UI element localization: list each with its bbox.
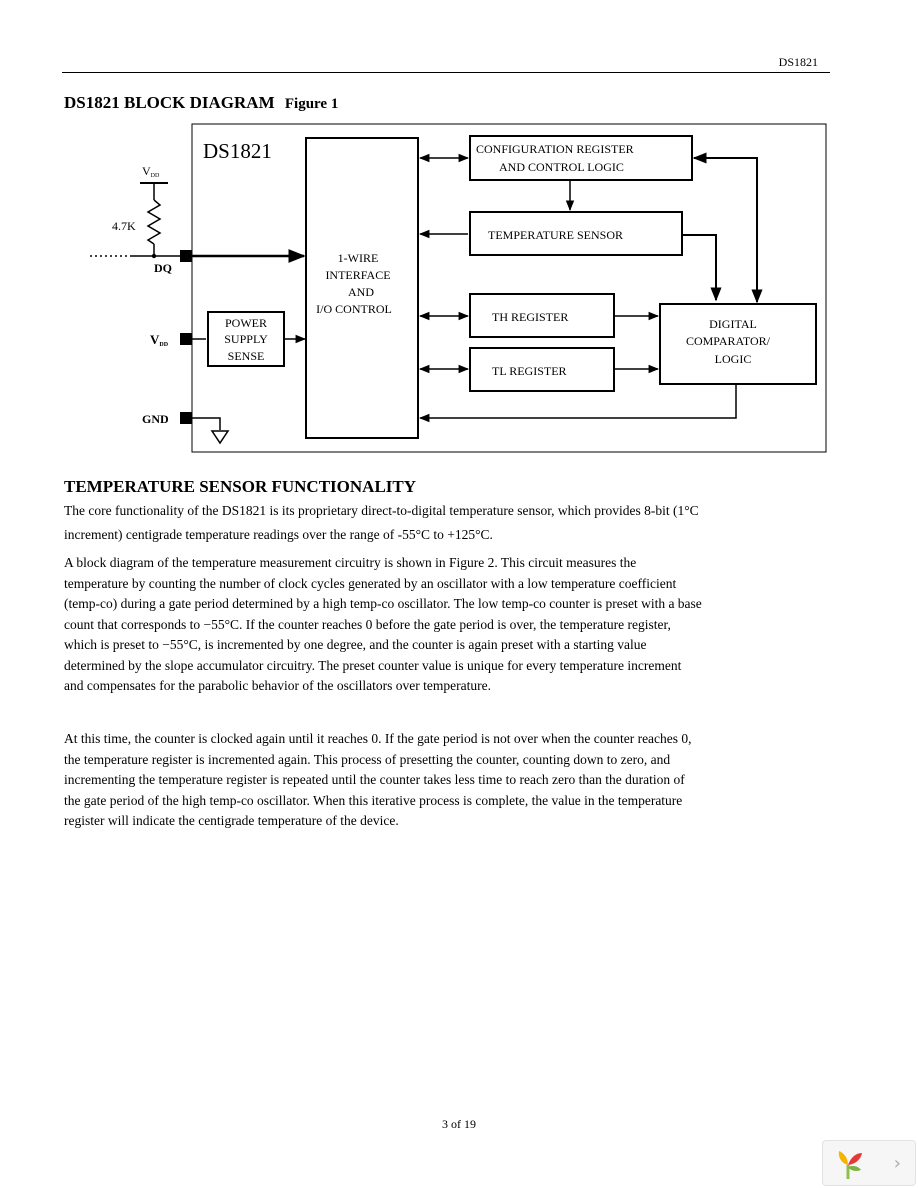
pullup-resistor bbox=[146, 199, 162, 245]
config-register-block bbox=[469, 135, 693, 181]
block-diagram-svg: DS1821 VDD 4.7K DQ VDD GND POWER SUPPLY … bbox=[90, 123, 827, 453]
psu-line-1: POWER bbox=[225, 316, 267, 330]
dq-junction bbox=[151, 253, 157, 259]
comparator-line-1: DIGITAL bbox=[709, 317, 757, 331]
vdd-top-label: VDD bbox=[142, 164, 160, 179]
dq-label: DQ bbox=[154, 261, 172, 275]
interface-line-3: AND bbox=[348, 285, 374, 299]
ground-symbol bbox=[210, 430, 230, 445]
chip-label: DS1821 bbox=[203, 139, 272, 163]
sensor-to-comparator-arrow bbox=[682, 234, 722, 302]
digital-comparator-block bbox=[659, 303, 817, 385]
dq-pin bbox=[180, 250, 192, 262]
vdd-pin bbox=[180, 333, 192, 345]
diagram-title: DS1821 BLOCK DIAGRAM Figure 1 bbox=[64, 93, 338, 113]
section-heading: TEMPERATURE SENSOR FUNCTIONALITY bbox=[64, 477, 417, 496]
th-register-label: TH REGISTER bbox=[492, 310, 568, 324]
config-comparator-arrow bbox=[692, 152, 763, 304]
comparator-to-interface-arrow bbox=[418, 384, 737, 423]
comparator-line-2: COMPARATOR/ bbox=[686, 334, 771, 348]
figure-label: Figure 1 bbox=[284, 96, 339, 112]
viewer-widget[interactable]: › bbox=[822, 1140, 916, 1186]
resistor-value: 4.7K bbox=[112, 219, 136, 233]
next-page-button[interactable]: › bbox=[893, 1152, 901, 1174]
app-logo-icon bbox=[838, 1151, 862, 1179]
temp-sensor-label: TEMPERATURE SENSOR bbox=[488, 228, 623, 242]
temperature-sensor-block bbox=[469, 211, 683, 256]
gnd-label: GND bbox=[142, 412, 169, 426]
interface-line-4: I/O CONTROL bbox=[316, 302, 392, 316]
gnd-wire bbox=[192, 417, 221, 430]
comparator-line-3: LOGIC bbox=[715, 352, 752, 366]
psu-line-2: SUPPLY bbox=[224, 332, 268, 346]
power-supply-sense-block bbox=[207, 311, 285, 367]
config-line-2: AND CONTROL LOGIC bbox=[499, 160, 624, 174]
chip-outline bbox=[191, 123, 827, 453]
diagram-title-text: DS1821 BLOCK DIAGRAM bbox=[64, 93, 275, 112]
one-wire-interface-block bbox=[305, 137, 419, 439]
page-number: 3 of 19 bbox=[442, 1117, 476, 1131]
paragraph-block-diagram: A block diagram of the temperature measu… bbox=[64, 555, 702, 693]
vdd-label: VDD bbox=[150, 332, 169, 348]
header-divider bbox=[62, 72, 830, 73]
tl-register-block bbox=[469, 347, 615, 392]
interface-line-1: 1-WIRE bbox=[338, 251, 379, 265]
th-register-block bbox=[469, 293, 615, 338]
header-part-number: DS1821 bbox=[778, 55, 818, 69]
paragraph-iteration: At this time, the counter is clocked aga… bbox=[64, 731, 692, 828]
psu-line-3: SENSE bbox=[228, 349, 265, 363]
paragraph-core-functionality: The core functionality of the DS1821 is … bbox=[64, 503, 699, 542]
tl-register-label: TL REGISTER bbox=[492, 364, 567, 378]
interface-line-2: INTERFACE bbox=[325, 268, 390, 282]
config-line-1: CONFIGURATION REGISTER bbox=[476, 142, 634, 156]
gnd-pin bbox=[180, 412, 192, 424]
block-diagram: DS1821 VDD 4.7K DQ VDD GND POWER SUPPLY … bbox=[62, 120, 832, 460]
